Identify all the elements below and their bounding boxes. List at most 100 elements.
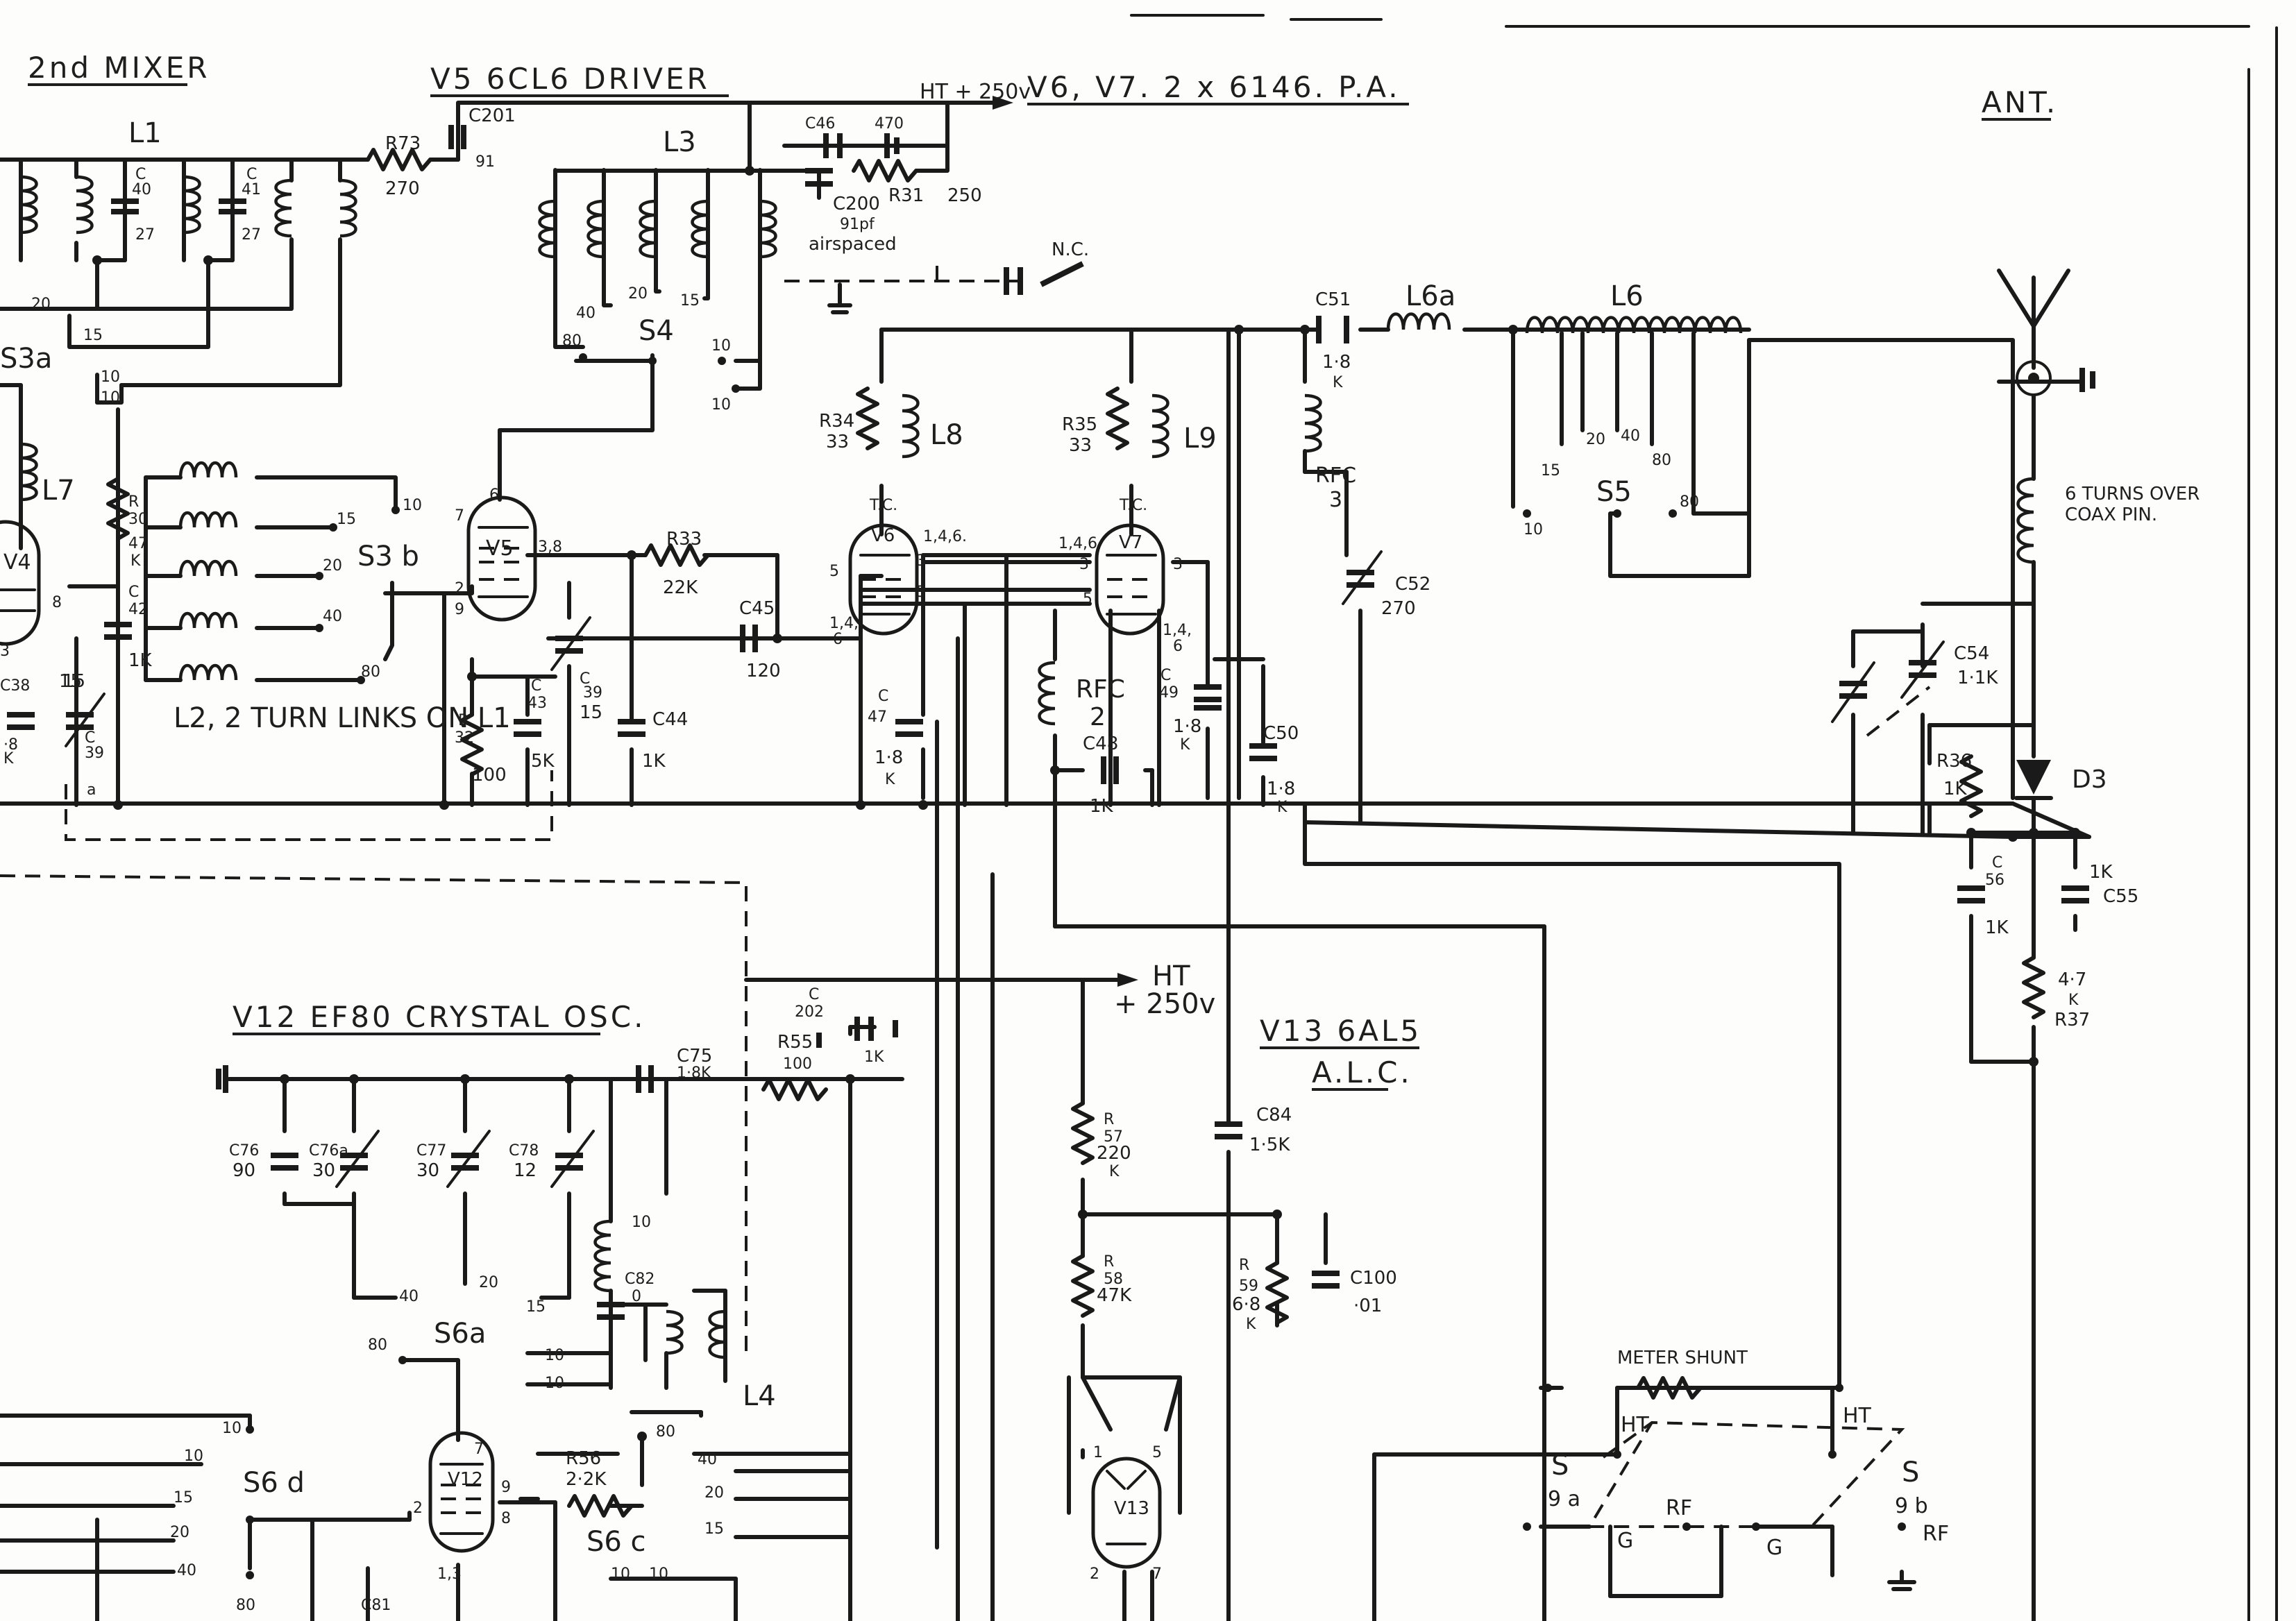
- svg-text:15: 15: [580, 702, 602, 723]
- svg-text:C: C: [580, 670, 590, 688]
- svg-text:1,4,: 1,4,: [1163, 622, 1192, 639]
- v12-tube: [428, 1431, 495, 1553]
- svg-text:40: 40: [698, 1451, 717, 1468]
- svg-text:V6: V6: [871, 525, 895, 546]
- svg-text:1·8K: 1·8K: [677, 1064, 711, 1082]
- stage-mixer: 2nd MIXER: [28, 51, 210, 85]
- svg-text:1·5K: 1·5K: [1249, 1135, 1290, 1155]
- svg-text:L6a: L6a: [1406, 280, 1455, 312]
- svg-text:20: 20: [31, 296, 51, 313]
- svg-text:C44: C44: [652, 709, 688, 730]
- svg-text:S: S: [1551, 1450, 1569, 1482]
- svg-text:10: 10: [545, 1347, 564, 1364]
- svg-text:6 TURNS OVER: 6 TURNS OVER: [2065, 484, 2200, 504]
- svg-text:49: 49: [1159, 684, 1179, 702]
- svg-text:K: K: [3, 750, 14, 767]
- svg-text:L4: L4: [743, 1380, 776, 1412]
- svg-text:C: C: [809, 986, 819, 1003]
- svg-text:S3a: S3a: [0, 343, 52, 375]
- svg-text:5K: 5K: [531, 751, 555, 772]
- svg-text:91pf: 91pf: [840, 216, 875, 233]
- v13-tube: [1091, 1457, 1162, 1569]
- svg-text:3,8: 3,8: [538, 538, 562, 556]
- svg-text:S: S: [1902, 1457, 1919, 1488]
- svg-text:C46: C46: [805, 115, 835, 133]
- svg-text:K: K: [1109, 1163, 1120, 1180]
- svg-text:C45: C45: [739, 598, 775, 619]
- svg-text:7: 7: [1152, 1565, 1162, 1583]
- svg-text:RF: RF: [1666, 1496, 1692, 1520]
- svg-text:270: 270: [1381, 598, 1416, 619]
- svg-text:33: 33: [826, 432, 849, 452]
- svg-text:10: 10: [711, 396, 731, 414]
- svg-text:1K: 1K: [128, 650, 153, 671]
- v4-tube: [0, 520, 41, 646]
- svg-text:R: R: [1104, 1111, 1114, 1128]
- svg-text:HT: HT: [1843, 1404, 1872, 1428]
- svg-text:20: 20: [1586, 431, 1605, 448]
- v5-tube: [466, 495, 537, 622]
- svg-text:80: 80: [562, 332, 582, 350]
- svg-text:20: 20: [628, 285, 648, 303]
- svg-text:R73: R73: [385, 133, 421, 154]
- svg-text:K: K: [1277, 799, 1288, 816]
- svg-text:C76a: C76a: [309, 1142, 348, 1160]
- svg-text:40: 40: [399, 1288, 419, 1305]
- svg-text:10: 10: [222, 1420, 242, 1437]
- labels: 2nd MIXER V5 6CL6 DRIVER HT + 250v V6, V…: [0, 51, 2200, 1614]
- stage-driver: V5 6CL6 DRIVER: [430, 62, 710, 96]
- svg-text:1·8: 1·8: [875, 747, 903, 768]
- svg-text:120: 120: [746, 661, 781, 681]
- svg-text:C50: C50: [1263, 723, 1299, 744]
- svg-text:27: 27: [242, 226, 261, 244]
- svg-text:C55: C55: [2103, 886, 2138, 907]
- v6-tube: [848, 523, 919, 636]
- svg-text:15: 15: [174, 1489, 193, 1507]
- svg-text:C: C: [531, 677, 541, 695]
- svg-text:40: 40: [1621, 427, 1640, 445]
- sheet-border: [1130, 14, 2278, 1621]
- svg-text:15: 15: [337, 511, 356, 528]
- svg-text:47K: 47K: [1097, 1285, 1132, 1306]
- svg-text:80: 80: [656, 1423, 675, 1441]
- svg-text:3: 3: [1079, 556, 1089, 573]
- svg-text:8: 8: [501, 1510, 511, 1527]
- svg-text:1·8: 1·8: [1267, 779, 1295, 799]
- svg-text:V12: V12: [448, 1469, 483, 1490]
- svg-text:1·8: 1·8: [1322, 352, 1351, 373]
- svg-text:RFC: RFC: [1315, 464, 1356, 488]
- svg-text:2: 2: [1090, 1565, 1099, 1583]
- svg-text:40: 40: [132, 181, 151, 198]
- svg-text:7: 7: [455, 507, 464, 525]
- svg-text:L7: L7: [42, 475, 75, 507]
- svg-text:R55: R55: [777, 1032, 813, 1053]
- svg-text:1K: 1K: [2089, 862, 2113, 883]
- stage-alc-tube: V13 6AL5: [1260, 1014, 1421, 1048]
- svg-text:L3: L3: [663, 126, 696, 158]
- svg-text:L8: L8: [930, 419, 963, 451]
- svg-text:C: C: [128, 584, 139, 601]
- svg-text:S6 d: S6 d: [243, 1467, 305, 1499]
- svg-text:20: 20: [323, 557, 342, 575]
- capacitors: [7, 125, 2089, 1320]
- svg-text:C: C: [135, 166, 146, 183]
- svg-text:1K: 1K: [1090, 796, 1114, 817]
- svg-text:L1: L1: [128, 117, 162, 149]
- svg-text:41: 41: [242, 181, 261, 198]
- svg-text:·01: ·01: [1353, 1296, 1382, 1316]
- svg-text:C75: C75: [677, 1046, 712, 1067]
- svg-text:1,4,6.: 1,4,6.: [923, 528, 967, 545]
- svg-text:C: C: [85, 729, 95, 747]
- v7-tube: [1095, 523, 1165, 636]
- svg-text:100: 100: [472, 765, 507, 786]
- svg-text:5: 5: [1152, 1444, 1162, 1461]
- svg-text:C38: C38: [0, 677, 30, 695]
- svg-text:10: 10: [611, 1565, 630, 1583]
- svg-text:C77: C77: [416, 1142, 446, 1160]
- svg-text:2: 2: [455, 580, 464, 597]
- svg-text:C200: C200: [833, 194, 880, 214]
- svg-text:1,3: 1,3: [437, 1565, 462, 1583]
- svg-text:30: 30: [416, 1160, 439, 1181]
